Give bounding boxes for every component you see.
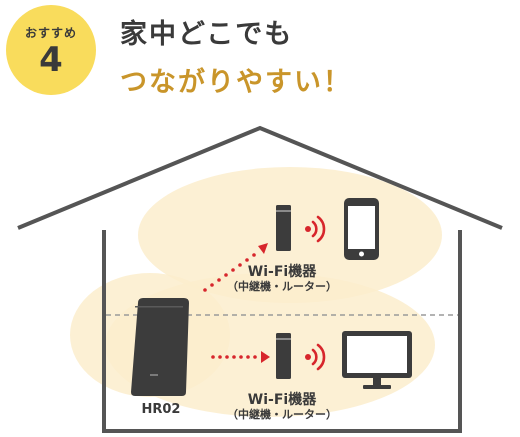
arrow-to-upper-device (203, 243, 268, 292)
badge-number: 4 (39, 39, 63, 80)
badge-label: おすすめ (24, 25, 77, 40)
upper-device-note: （中継機・ルーター） (227, 280, 337, 293)
upper-device-name: Wi-Fi機器 (247, 264, 317, 280)
lower-relay-device-icon (276, 333, 291, 379)
arrow-to-lower-device (211, 351, 270, 363)
lower-device-note: （中継機・ルーター） (227, 408, 337, 421)
upper-wifi-signal-icon (305, 215, 326, 243)
roof-outline (17, 125, 503, 230)
router-model-label: HR02 (141, 402, 181, 417)
lower-device-label: Wi-Fi機器 （中継機・ルーター） (212, 392, 352, 421)
headline-line-2: つながりやすい！ (120, 67, 352, 98)
lower-wifi-signal-icon (305, 343, 326, 371)
home-router-icon (131, 298, 189, 396)
headline-line-1: 家中どこでも (120, 19, 294, 50)
house-walls (102, 230, 462, 433)
lower-device-name: Wi-Fi機器 (247, 392, 317, 408)
upper-device-label: Wi-Fi機器 （中継機・ルーター） (212, 264, 352, 293)
upper-relay-device-icon (276, 205, 291, 251)
smartphone-icon (344, 198, 379, 260)
tv-monitor-icon (342, 331, 412, 389)
recommendation-badge: おすすめ 4 (6, 5, 96, 95)
